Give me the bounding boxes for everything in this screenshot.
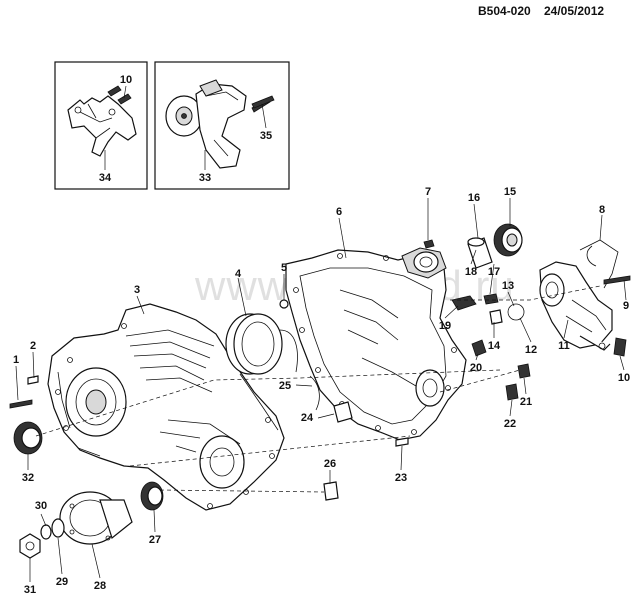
callout-18: 18 (464, 266, 478, 278)
sensor-19-part (451, 295, 477, 311)
callout-19: 19 (438, 320, 452, 332)
callout-11: 11 (558, 340, 570, 352)
o-ring-13-part (507, 303, 525, 321)
callout-5: 5 (280, 262, 288, 274)
callout-12: 12 (524, 344, 538, 356)
callout-15: 15 (503, 186, 517, 198)
seal-32-part (13, 421, 43, 455)
callout-21: 21 (519, 396, 533, 408)
callout-17: 17 (487, 266, 501, 278)
seal-ring-part (225, 313, 298, 375)
callout-24: 24 (300, 412, 314, 424)
callout-1: 1 (12, 354, 20, 366)
callout-2: 2 (29, 340, 37, 352)
rear-cover-part (59, 491, 133, 545)
callout-28: 28 (93, 580, 107, 592)
clip-26-part (323, 481, 339, 501)
inset-box-tensioner (154, 61, 290, 190)
callout-7: 7 (424, 186, 432, 198)
nut-31-part (19, 533, 41, 559)
tube-25-part (309, 375, 320, 411)
diagram-code: B504-020 (478, 4, 531, 18)
tensioner-part (165, 79, 271, 169)
callout-27: 27 (148, 534, 162, 546)
assembly-line-d (450, 285, 601, 301)
callout-23: 23 (394, 472, 408, 484)
leader-lines (15, 85, 627, 582)
callout-6: 6 (335, 206, 343, 218)
callout-30: 30 (34, 500, 48, 512)
callout-31: 31 (23, 584, 37, 596)
callout-4: 4 (234, 268, 242, 280)
callout-16: 16 (467, 192, 481, 204)
callout-33: 33 (198, 172, 212, 184)
plug-5-part (279, 299, 289, 309)
callout-10: 10 (617, 372, 631, 384)
callout-8: 8 (598, 204, 606, 216)
callout-32: 32 (21, 472, 35, 484)
diagram-date: 24/05/2012 (544, 4, 605, 18)
assembly-line-c (159, 489, 325, 493)
callout-3: 3 (133, 284, 141, 296)
callout-9: 9 (622, 300, 630, 312)
callout-34: 34 (98, 172, 112, 184)
callout-25: 25 (278, 380, 292, 392)
callout-14: 14 (487, 340, 501, 352)
plug-7-part (423, 239, 435, 249)
rear-housing-part (285, 247, 467, 441)
bearing-part (493, 223, 523, 257)
front-housing-part (47, 303, 285, 511)
clip-24-part (333, 401, 353, 423)
bolt-1-part (9, 399, 33, 409)
dowel-23-part (395, 437, 409, 447)
plug-20-part (471, 339, 487, 357)
plug-17-part (483, 293, 499, 305)
shift-motor-part (539, 261, 613, 351)
bolt-21-part (517, 363, 531, 379)
pin-2-part (27, 375, 39, 385)
callout-20: 20 (469, 362, 483, 374)
bolt-35-part (251, 95, 275, 109)
callout-35: 35 (259, 130, 273, 142)
callout-22: 22 (503, 418, 517, 430)
bolt-9-part (603, 275, 631, 285)
callout-13: 13 (501, 280, 515, 292)
spacer-14-part (489, 309, 503, 325)
gasket-part (579, 239, 619, 289)
washer-29-part (51, 518, 65, 538)
callout-10-inset: 10 (119, 74, 133, 86)
seal-27-part (140, 481, 164, 511)
callout-29: 29 (55, 576, 69, 588)
callout-26: 26 (323, 458, 337, 470)
inset-box-bracket (54, 61, 148, 190)
assembly-line-b (129, 435, 411, 467)
assembly-line-a (35, 369, 501, 437)
bracket-part (67, 85, 137, 157)
sleeve-part (467, 237, 493, 269)
washer-30-part (40, 524, 52, 540)
bolt-10-part (613, 337, 627, 357)
bolt-22-part (505, 383, 519, 401)
